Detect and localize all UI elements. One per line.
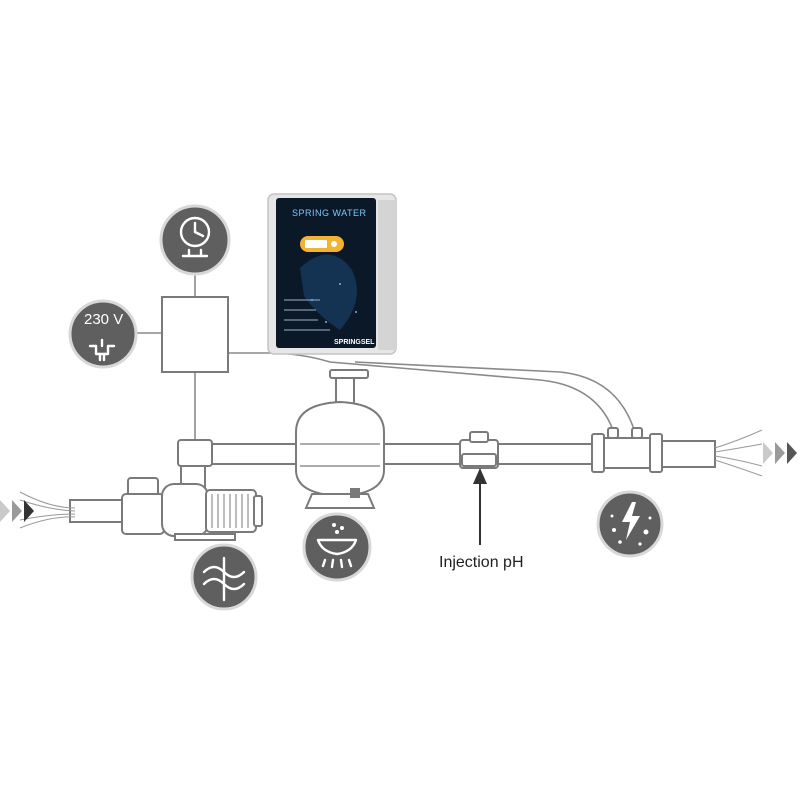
electrolysis-cell-icon <box>596 490 664 558</box>
outlet-flow <box>714 429 797 477</box>
device-brand: SPRINGSEL <box>334 339 375 346</box>
injection-ph-callout: Injection pH <box>439 468 524 571</box>
device-title: SPRING WATER <box>292 208 367 218</box>
sand-filter <box>295 369 385 509</box>
pump-impeller-icon <box>190 543 258 611</box>
pump <box>121 477 263 541</box>
power-plug-icon: 230 V <box>68 299 138 369</box>
electrolysis-cell <box>591 427 663 473</box>
inlet-arrow-1 <box>0 500 10 522</box>
junction-box <box>161 296 229 373</box>
inlet-flow <box>0 491 76 529</box>
filter-sprinkle-icon <box>302 512 372 582</box>
timer-clock-icon <box>159 204 231 276</box>
outlet-arrow-2 <box>775 442 785 464</box>
injection-fitting <box>459 431 499 469</box>
inlet-arrow-3 <box>24 500 34 522</box>
injection-ph-label: Injection pH <box>439 554 524 571</box>
outlet-arrow-3 <box>787 442 797 464</box>
inlet-arrow-2 <box>12 500 22 522</box>
voltage-label: 230 V <box>84 311 123 328</box>
outlet-arrow-1 <box>763 442 773 464</box>
spring-water-device: SPRING WATER SPRINGSEL <box>267 193 397 355</box>
